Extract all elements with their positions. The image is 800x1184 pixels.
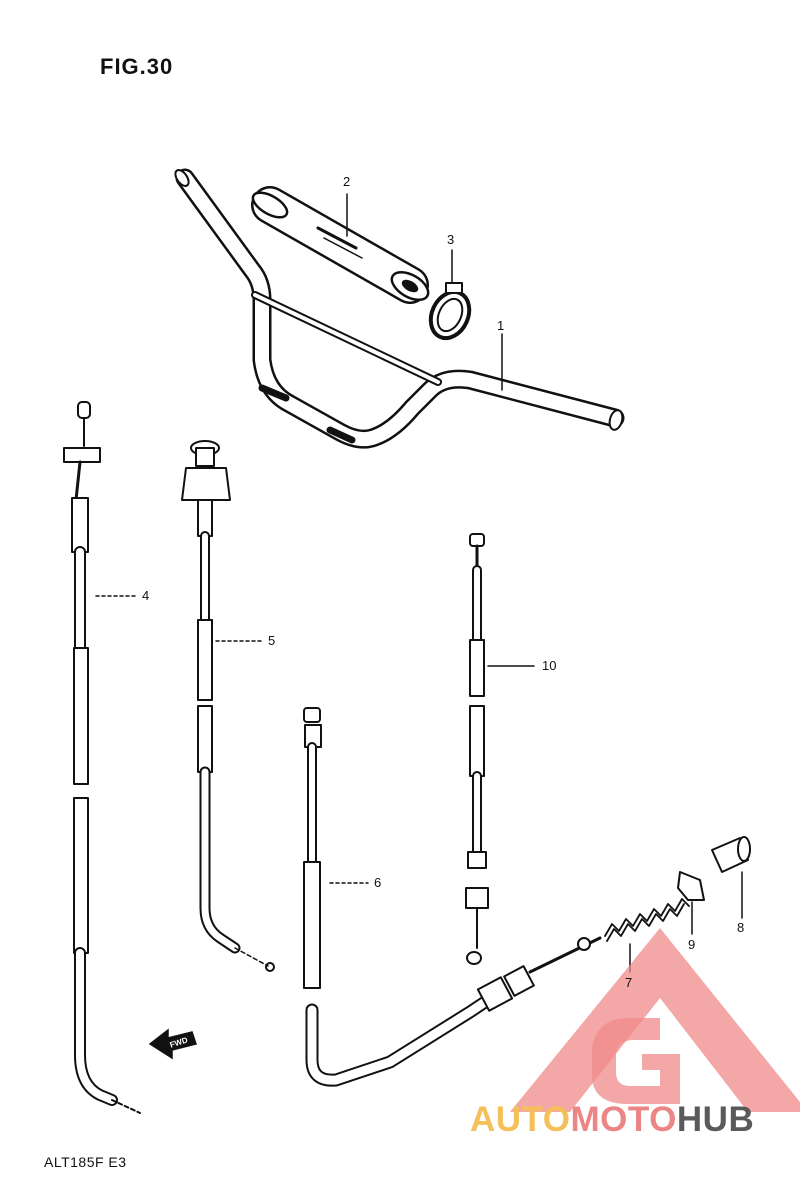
callout-2: 2 (343, 174, 351, 189)
watermark-text: AUTOMOTOHUB (470, 1100, 754, 1140)
pin (711, 836, 751, 873)
rear-brake-cable (465, 533, 489, 965)
callout-3: 3 (447, 232, 455, 247)
callout-5: 5 (268, 633, 276, 648)
callout-7: 7 (625, 975, 633, 990)
joint (677, 871, 705, 901)
model-code: ALT185F E3 (44, 1154, 127, 1170)
watermark-auto: AUTO (470, 1100, 571, 1139)
watermark-moto: MOTO (570, 1100, 677, 1139)
throttle-cable (63, 401, 141, 1114)
watermark-logo (510, 928, 800, 1112)
spring (604, 898, 690, 942)
callout-9: 9 (688, 937, 696, 952)
front-brake-cable (303, 707, 602, 1087)
choke-cable (181, 440, 275, 972)
figure-title: FIG.30 (100, 54, 174, 79)
callout-1: 1 (497, 318, 505, 333)
callout-10: 10 (542, 658, 557, 673)
leader-lines (95, 193, 743, 973)
callout-6: 6 (374, 875, 382, 890)
clamp (428, 282, 472, 341)
forward-direction-arrow: FWD (148, 1028, 197, 1060)
watermark-hub: HUB (676, 1100, 755, 1139)
callout-8: 8 (737, 920, 745, 935)
callout-4: 4 (142, 588, 150, 603)
grip (251, 186, 430, 304)
handlebar (174, 168, 625, 449)
